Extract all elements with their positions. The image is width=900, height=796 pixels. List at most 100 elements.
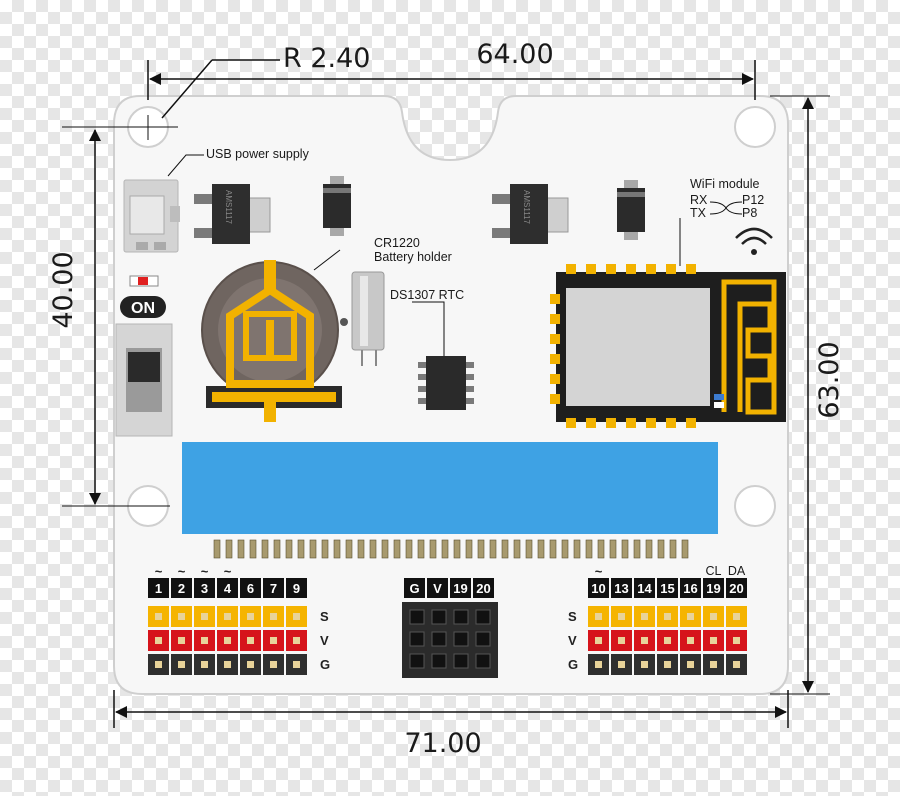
pin-contact <box>201 613 208 620</box>
pin-contact <box>710 637 717 644</box>
connector-tooth <box>213 539 221 559</box>
pin-contact <box>247 613 254 620</box>
connector-tooth <box>393 539 401 559</box>
rtc-chip: DS1307 RTC <box>390 288 474 410</box>
pin-number: 3 <box>201 581 208 596</box>
socket-hole <box>431 653 447 669</box>
battery-label-2: Battery holder <box>374 250 452 264</box>
pin-contact <box>178 613 185 620</box>
pin-label-box <box>611 578 632 598</box>
connector-tooth <box>441 539 449 559</box>
rtc-label: DS1307 RTC <box>390 288 464 302</box>
pin-function-label: DA <box>728 564 746 578</box>
pin-contact <box>201 661 208 668</box>
connector-tooth <box>345 539 353 559</box>
regulator-2: AMS1117 <box>492 184 569 244</box>
socket-hole <box>431 631 447 647</box>
connector-tooth <box>309 539 317 559</box>
connector-tooth <box>297 539 305 559</box>
wifi-module: WiFi module RX TX P12 P8 <box>550 177 786 428</box>
connector-tooth <box>513 539 521 559</box>
pin-contact <box>595 661 602 668</box>
wifi-label: WiFi module <box>690 177 760 191</box>
connector-tooth <box>633 539 641 559</box>
battery-label-1: CR1220 <box>374 236 420 250</box>
pin-label-box <box>680 578 701 598</box>
pin-number: 7 <box>270 581 277 596</box>
pin-number: G <box>409 581 419 596</box>
pin-number: 15 <box>660 581 674 596</box>
connector-tooth <box>321 539 329 559</box>
connector-tooth <box>333 539 341 559</box>
pin-contact <box>293 613 300 620</box>
pwm-tilde: ~ <box>155 564 163 579</box>
pin-contact <box>270 613 277 620</box>
connector-tooth <box>609 539 617 559</box>
connector-tooth <box>657 539 665 559</box>
row-label: V <box>568 633 577 648</box>
socket-hole <box>453 631 469 647</box>
socket-hole <box>409 609 425 625</box>
pin-contact <box>618 637 625 644</box>
pin-label-box <box>726 578 747 598</box>
pin-contact <box>641 613 648 620</box>
connector-tooth <box>573 539 581 559</box>
pin-number: 9 <box>293 581 300 596</box>
pin-contact <box>618 613 625 620</box>
left-height-label: 40.00 <box>48 251 79 328</box>
pin-contact <box>687 637 694 644</box>
mounting-holes <box>127 106 776 527</box>
connector-tooth <box>681 539 689 559</box>
pin-contact <box>664 613 671 620</box>
pin-contact <box>293 661 300 668</box>
pin-contact <box>710 661 717 668</box>
pin-contact <box>178 661 185 668</box>
pin-contact <box>664 637 671 644</box>
pin-contact <box>687 661 694 668</box>
diode-2 <box>617 180 645 240</box>
pin-contact <box>710 613 717 620</box>
top-width-label: 64.00 <box>476 39 553 70</box>
pin-contact <box>201 637 208 644</box>
pin-contact <box>270 637 277 644</box>
connector-tooth <box>465 539 473 559</box>
pin-contact <box>224 661 231 668</box>
connector-tooth <box>285 539 293 559</box>
pin-number: 4 <box>224 581 232 596</box>
pin-label-box <box>263 578 284 598</box>
pin-number: V <box>433 581 442 596</box>
wifi-p12-label: P12 <box>742 193 764 207</box>
pin-number: 16 <box>683 581 697 596</box>
on-label: ON <box>131 300 155 317</box>
right-height-label: 63.00 <box>814 341 845 418</box>
dimension-radius: R 2.40 <box>62 43 370 140</box>
connector-tooth <box>369 539 377 559</box>
pin-label-box <box>404 578 425 598</box>
pin-label-box <box>703 578 724 598</box>
row-label: G <box>320 657 330 672</box>
diode-1 <box>323 176 351 236</box>
socket-hole <box>409 653 425 669</box>
pin-contact <box>641 661 648 668</box>
pin-contact <box>733 637 740 644</box>
pin-contact <box>664 661 671 668</box>
wifi-p8-label: P8 <box>742 206 757 220</box>
connector-tooth <box>585 539 593 559</box>
pin-contact <box>293 637 300 644</box>
connector-tooth <box>417 539 425 559</box>
connector-tooth <box>405 539 413 559</box>
pin-contact <box>155 637 162 644</box>
connector-tooth <box>525 539 533 559</box>
connector-tooth <box>669 539 677 559</box>
pin-number: 19 <box>706 581 720 596</box>
connector-tooth <box>645 539 653 559</box>
usb-label: USB power supply <box>206 147 310 161</box>
connector-tooth <box>273 539 281 559</box>
lcd-strip <box>182 442 718 534</box>
pin-contact <box>595 613 602 620</box>
pin-number: 2 <box>178 581 185 596</box>
